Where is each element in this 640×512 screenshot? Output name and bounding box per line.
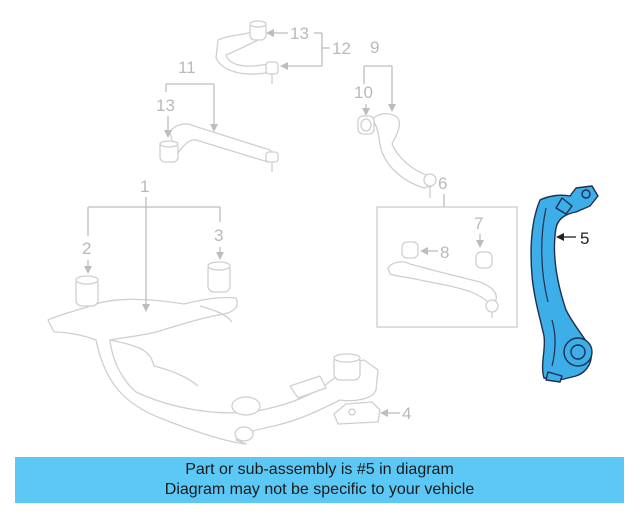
callout-label-5: 5 bbox=[580, 229, 589, 248]
callout-label-9: 9 bbox=[370, 38, 379, 57]
banner-line-1: Part or sub-assembly is #5 in diagram bbox=[185, 461, 454, 478]
upper-control-arm-top bbox=[215, 20, 279, 84]
callout-label-7: 7 bbox=[474, 214, 483, 233]
callout-label-8: 8 bbox=[440, 243, 449, 262]
callout-11-13: 11 13 bbox=[156, 58, 218, 138]
assembly-6-box: 6 7 8 bbox=[376, 174, 518, 328]
callout-label-10: 10 bbox=[354, 83, 373, 102]
upper-control-arm-11 bbox=[159, 123, 279, 172]
callout-label-11: 11 bbox=[178, 58, 196, 77]
callout-label-4: 4 bbox=[402, 404, 411, 423]
callout-label-13-top: 13 bbox=[290, 24, 309, 43]
banner-line-2: Diagram may not be specific to your vehi… bbox=[164, 481, 475, 498]
callout-label-1: 1 bbox=[140, 177, 149, 196]
callout-label-2: 2 bbox=[82, 239, 91, 258]
callout-1-2-3-4: 1 2 3 4 bbox=[82, 177, 411, 423]
callout-9-10: 9 10 bbox=[354, 38, 396, 116]
bracket-4 bbox=[333, 401, 381, 425]
callout-label-6: 6 bbox=[438, 174, 447, 193]
steering-knuckle-5 bbox=[530, 185, 599, 383]
crossmember-1 bbox=[47, 261, 379, 445]
callout-label-12: 12 bbox=[332, 39, 351, 58]
callout-5: 5 bbox=[556, 229, 589, 248]
callout-label-13-mid: 13 bbox=[156, 96, 175, 115]
callout-13-top: 13 12 bbox=[266, 24, 351, 70]
info-banner: Part or sub-assembly is #5 in diagram Di… bbox=[15, 457, 624, 503]
callout-label-3: 3 bbox=[214, 226, 223, 245]
lower-arm-9 bbox=[357, 113, 437, 198]
